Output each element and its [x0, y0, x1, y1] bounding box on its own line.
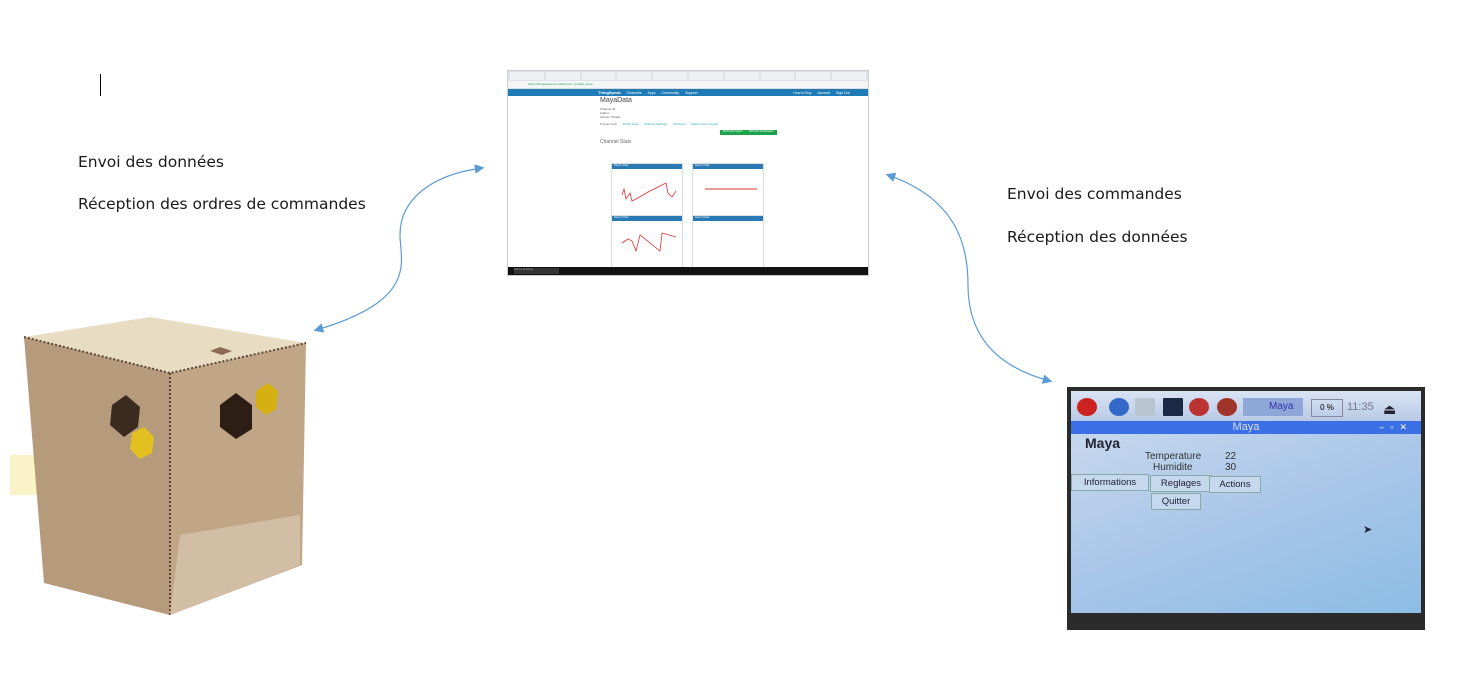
hive-box-photo — [23, 317, 307, 615]
chart-title: Field 3 Chart — [612, 216, 682, 221]
file-manager-icon — [1135, 398, 1155, 416]
windows-taskbar: Ask me anything — [508, 267, 868, 275]
channel-stats-title: Channel Stats — [600, 139, 632, 145]
meta-channel-id: Channel ID: — [600, 107, 616, 111]
arrow-cloud-to-pi — [885, 172, 1053, 384]
terminal-icon — [1163, 398, 1183, 416]
matlab-visualization-button: MATLAB Visualization — [746, 130, 777, 135]
chart-title: Field 2 Chart — [693, 164, 763, 169]
clock: 11:35 — [1347, 401, 1374, 413]
nav-how-to-buy: How to Buy — [793, 90, 812, 95]
window-title: Maya — [1232, 421, 1260, 433]
nav-account: Account — [817, 90, 830, 95]
hex-hole — [110, 395, 140, 437]
chart-plot — [705, 188, 757, 190]
field-4-chart: Field 4 Chart — [692, 215, 764, 269]
tab-channel-settings: Channel Settings — [644, 122, 667, 126]
channel-title: MayaData — [600, 97, 632, 104]
chart-title: Field 4 Chart — [693, 216, 763, 221]
hex-hole — [220, 393, 252, 439]
tab-api-keys: API Keys — [672, 122, 686, 126]
nav-apps: Apps — [647, 90, 656, 95]
cpu-monitor: 0 % — [1311, 399, 1343, 417]
thingspeak-logo: ThingSpeak — [598, 90, 621, 95]
quitter-button[interactable]: Quitter — [1151, 493, 1201, 510]
maya-window: Maya–▫✕ Maya Temperature 22 Humidite 30 … — [1071, 421, 1421, 613]
arrow-box-to-cloud — [313, 164, 485, 333]
browser-tabs — [508, 71, 868, 81]
channel-meta: Channel ID: Author: Access: Private — [600, 107, 621, 119]
temperature-label: Temperature — [1145, 451, 1202, 462]
left-label-send-data: Envoi des données — [78, 153, 225, 171]
wolfram-icon — [1217, 398, 1237, 416]
field-2-chart: Field 2 Chart — [692, 163, 764, 217]
eject-icon: ⏏ — [1383, 401, 1397, 417]
app-title: Maya — [1085, 435, 1121, 451]
tab-public-view: Public View — [622, 122, 639, 126]
field-1-chart: Field 1 Chart — [611, 163, 683, 217]
mouse-cursor-icon: ➤ — [1363, 524, 1373, 536]
reglages-button[interactable]: Reglages — [1150, 475, 1212, 492]
window-controls: –▫✕ — [1379, 422, 1413, 432]
nav-sign-out: Sign Out — [835, 90, 850, 95]
actions-button[interactable]: Actions — [1209, 476, 1261, 493]
informations-button[interactable]: Informations — [1071, 474, 1149, 491]
thingspeak-screenshot: https://thingspeak.com/channels/.../priv… — [507, 70, 869, 276]
meta-access: Access: Private — [600, 115, 621, 119]
left-label-receive-orders: Réception des ordres de commandes — [78, 195, 366, 213]
nav-channels: Channels — [626, 90, 642, 95]
lxde-panel: Maya 0 % 11:35 ⏏ — [1071, 391, 1421, 421]
window-titlebar: Maya –▫✕ — [1071, 421, 1421, 434]
humidity-label: Humidite — [1153, 462, 1193, 473]
chart-plot — [621, 232, 677, 253]
meta-author: Author: — [600, 111, 610, 115]
tab-data-import-export: Data Import / Export — [691, 122, 719, 126]
nav-support: Support — [685, 90, 698, 95]
chart-plot — [621, 182, 677, 202]
taskbar-search: Ask me anything — [514, 268, 559, 274]
thingspeak-navbar: ThingSpeak Channels Apps Community Suppo… — [508, 89, 868, 96]
raspberry-menu-icon — [1077, 398, 1097, 416]
address-bar: https://thingspeak.com/channels/.../priv… — [508, 81, 868, 89]
raspberry-pi-screen-photo: Maya 0 % 11:35 ⏏ Maya –▫✕ Maya Temperatur… — [1067, 387, 1425, 630]
field-3-chart: Field 3 Chart — [611, 215, 683, 269]
channel-tabs: Private View Public View Channel Setting… — [600, 122, 718, 126]
chart-title: Field 1 Chart — [612, 164, 682, 169]
temperature-value: 22 — [1225, 451, 1237, 462]
tab-private-view: Private View — [600, 122, 617, 126]
mathematica-icon — [1189, 398, 1209, 416]
humidity-value: 30 — [1225, 462, 1237, 473]
taskbar-window-maya: Maya — [1243, 398, 1303, 416]
nav-community: Community — [661, 90, 680, 95]
text-cursor — [100, 74, 101, 96]
web-browser-icon — [1109, 398, 1129, 416]
matlab-analysis-button: MATLAB Analysis — [720, 130, 746, 135]
